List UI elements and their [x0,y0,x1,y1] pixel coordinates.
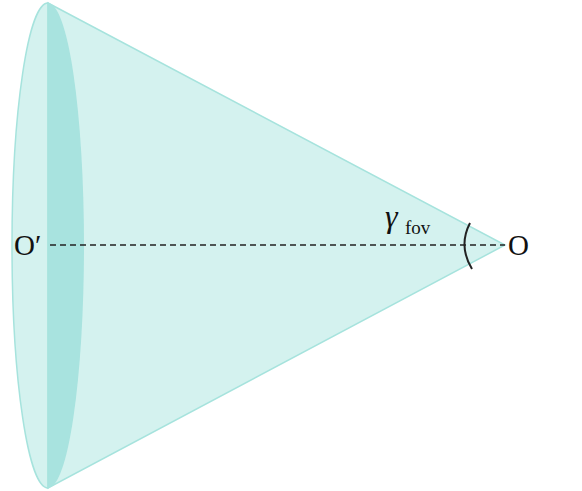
base-axis [48,3,49,488]
angle-symbol: γ [385,200,398,232]
cone-axis [50,244,505,246]
cone-body [48,3,505,488]
angle-arc [464,223,472,269]
base-near-half [12,3,48,488]
point-label: O′ [14,231,41,260]
angle-subscript: fov [405,218,430,237]
point-label: O [508,231,529,260]
